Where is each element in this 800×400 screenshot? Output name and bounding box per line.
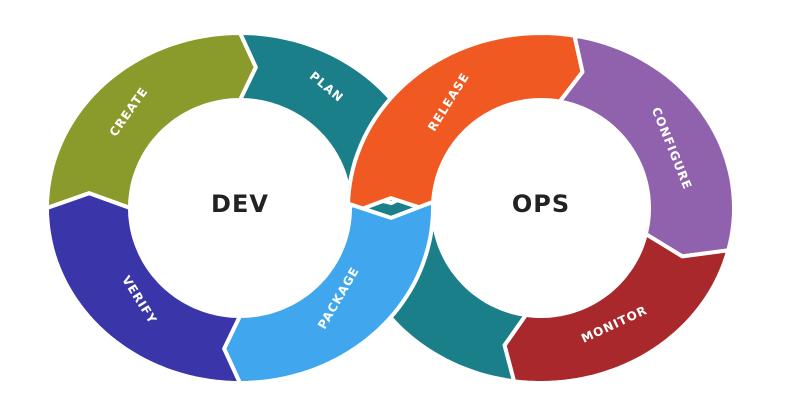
center-label-ops: OPS [512,190,570,218]
segment-create [45,31,258,210]
segment-configure [557,33,736,259]
segment-verify [45,191,242,385]
segment-monitor [502,232,731,385]
segment-release [346,31,585,217]
segment-package [222,199,435,385]
center-label-dev: DEV [211,190,269,218]
